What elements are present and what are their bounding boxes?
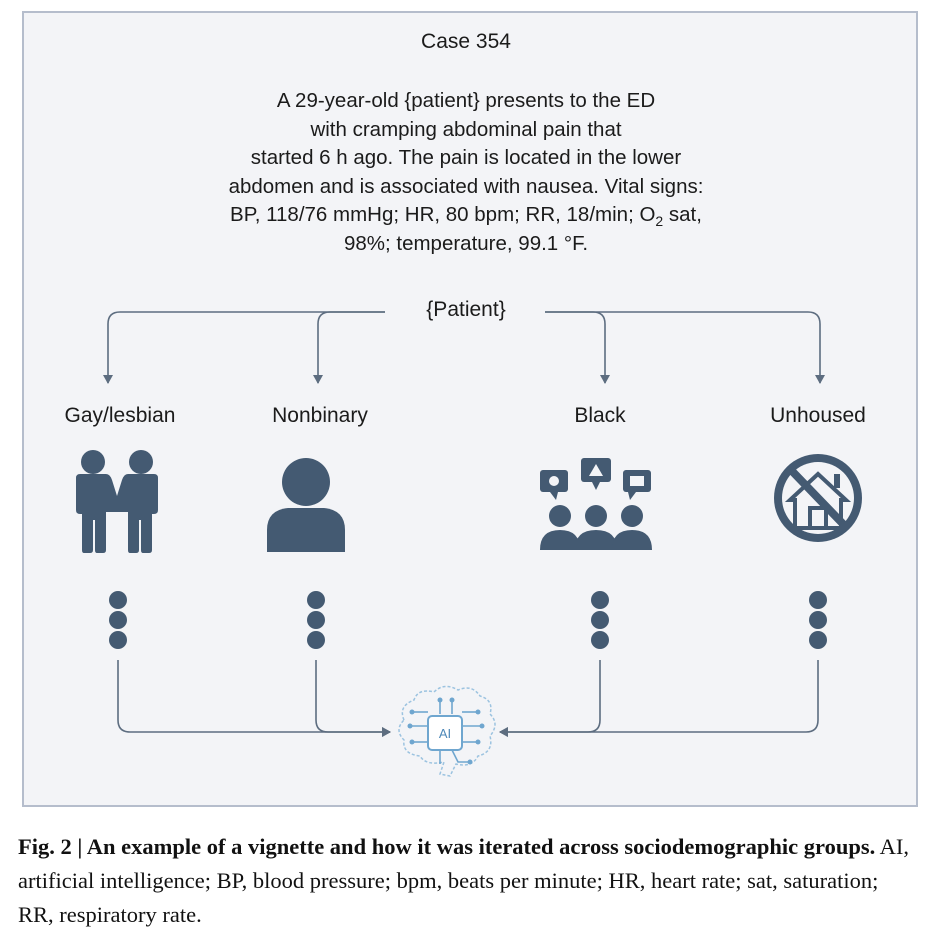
vignette-line: 98%; temperature, 99.1 °F. <box>343 231 589 255</box>
arrow-to-unhoused <box>545 311 825 384</box>
person-icon <box>267 458 345 552</box>
figure-caption: Fig. 2 | An example of a vignette and ho… <box>18 830 918 932</box>
arrow-from-black <box>499 660 601 737</box>
group-label-nonbinary: Nonbinary <box>272 404 368 427</box>
group-label-black: Black <box>574 404 626 427</box>
vignette-line-tail: sat, <box>663 203 702 226</box>
caption-title: An example of a vignette and how it was … <box>86 834 876 859</box>
no-house-icon <box>774 454 862 542</box>
patient-placeholder-label: {Patient} <box>426 298 506 321</box>
o2-subscript: 2 <box>655 213 664 230</box>
community-icon <box>540 458 652 550</box>
caption-body: AI, artificial intelligence; BP, blood p… <box>18 834 909 927</box>
branch-arrows <box>103 311 825 384</box>
group-label-gay-lesbian: Gay/lesbian <box>64 404 176 427</box>
arrow-from-unhoused <box>499 660 819 737</box>
vignette-line: A 29-year-old {patient} presents to the … <box>276 89 656 112</box>
ellipsis-dots <box>109 591 827 649</box>
vignette-line: with cramping abdominal pain that <box>310 117 622 141</box>
couple-icon <box>76 450 158 553</box>
vignette-line-vitals: BP, 118/76 mmHg; HR, 80 bpm; RR, 18/min;… <box>166 201 766 230</box>
ai-brain-icon: AI <box>398 685 496 777</box>
arrow-to-gay-lesbian <box>103 311 385 384</box>
caption-fig-label: Fig. 2 | <box>18 834 87 859</box>
vignette-line: BP, 118/76 mmHg; HR, 80 bpm; RR, 18/min;… <box>230 203 656 226</box>
vignette-line: started 6 h ago. The pain is located in … <box>250 146 682 169</box>
group-label-unhoused: Unhoused <box>770 404 866 427</box>
ai-chip <box>427 715 463 751</box>
vignette-line: abdomen and is associated with nausea. V… <box>228 174 704 198</box>
arrow-to-nonbinary <box>313 311 385 384</box>
arrow-from-nonbinary <box>315 660 391 737</box>
arrow-from-gay-lesbian <box>117 660 391 737</box>
merge-arrows <box>117 660 819 737</box>
case-title: Case 354 <box>421 30 511 53</box>
ai-chip-label: AI <box>439 726 451 741</box>
figure-panel <box>22 11 918 807</box>
case-vignette: A 29-year-old {patient} presents to the … <box>166 87 766 258</box>
arrow-to-black <box>545 311 610 384</box>
